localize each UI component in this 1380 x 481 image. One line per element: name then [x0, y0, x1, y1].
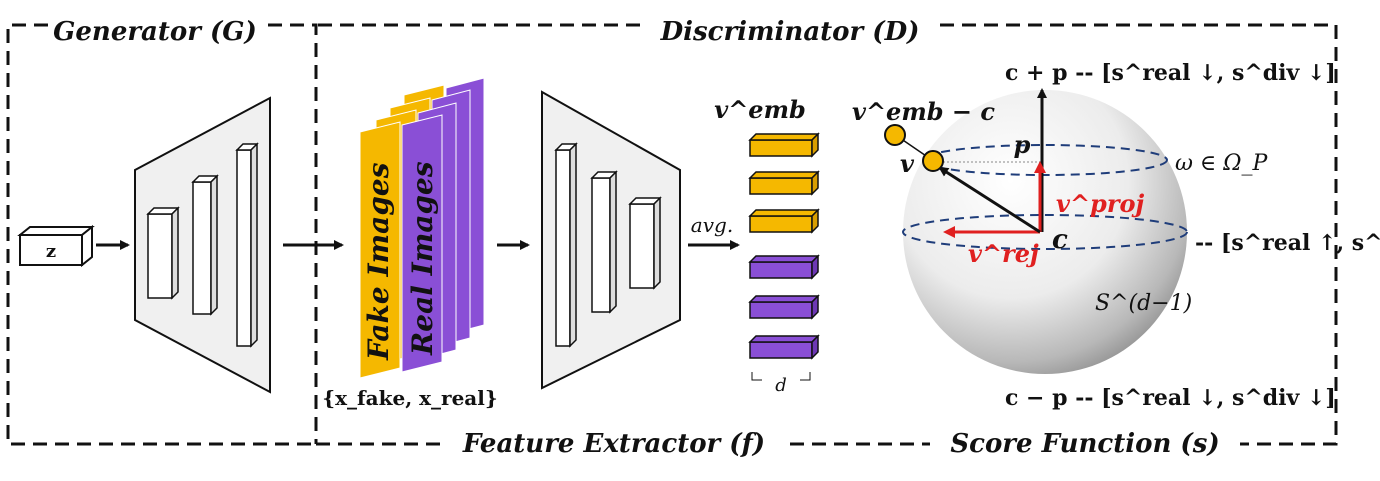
hypersphere — [903, 90, 1187, 374]
d-label: d — [775, 375, 787, 396]
z-input-block: z — [17, 224, 95, 268]
v-rej-label: v^rej — [968, 239, 1039, 268]
v-proj-label: v^proj — [1056, 189, 1144, 218]
d-bracket — [751, 372, 811, 381]
feature-extractor-title: Feature Extractor (f) — [462, 429, 765, 459]
sphere-label: S^(d−1) — [1095, 291, 1192, 316]
x-set-label: {x_fake, x_real} — [322, 386, 497, 410]
v-emb-minus-c-label: v^emb − c — [852, 97, 995, 126]
p-label: p — [1014, 130, 1031, 159]
v-vector-arrow — [938, 166, 1041, 234]
z-label: z — [46, 241, 56, 262]
equator-ring — [902, 214, 1188, 250]
v-emb-point — [884, 124, 906, 146]
embedding-real-blocks — [748, 254, 820, 360]
omega-ring — [922, 144, 1168, 176]
generator-layers — [146, 142, 259, 348]
v-emb-label: v^emb — [714, 95, 806, 124]
v-label: v — [900, 149, 915, 178]
embedding-fake-blocks — [748, 132, 820, 234]
extractor-layers — [554, 142, 662, 348]
top-annotation: c + p -- [s^real ↓, s^div ↓] — [1005, 60, 1336, 86]
avg-label: avg. — [691, 213, 733, 237]
discriminator-title: Discriminator (D) — [660, 17, 920, 47]
generator-title: Generator (G) — [53, 17, 257, 47]
middle-annotation: -- [s^real ↑, s^div ↑] — [1195, 230, 1380, 256]
score-function-title: Score Function (s) — [950, 429, 1219, 459]
bottom-annotation: c − p -- [s^real ↓, s^div ↓] — [1005, 385, 1336, 411]
v-point — [922, 150, 944, 172]
fake-images-label: Fake Images — [362, 162, 395, 361]
discriminator-box — [316, 23, 1338, 446]
omega-label: ω ∈ Ω_P — [1175, 151, 1268, 176]
real-images-label: Real Images — [406, 161, 439, 356]
real-images-stack — [401, 77, 485, 373]
generator-box — [6, 23, 318, 446]
c-label: c — [1052, 225, 1068, 255]
